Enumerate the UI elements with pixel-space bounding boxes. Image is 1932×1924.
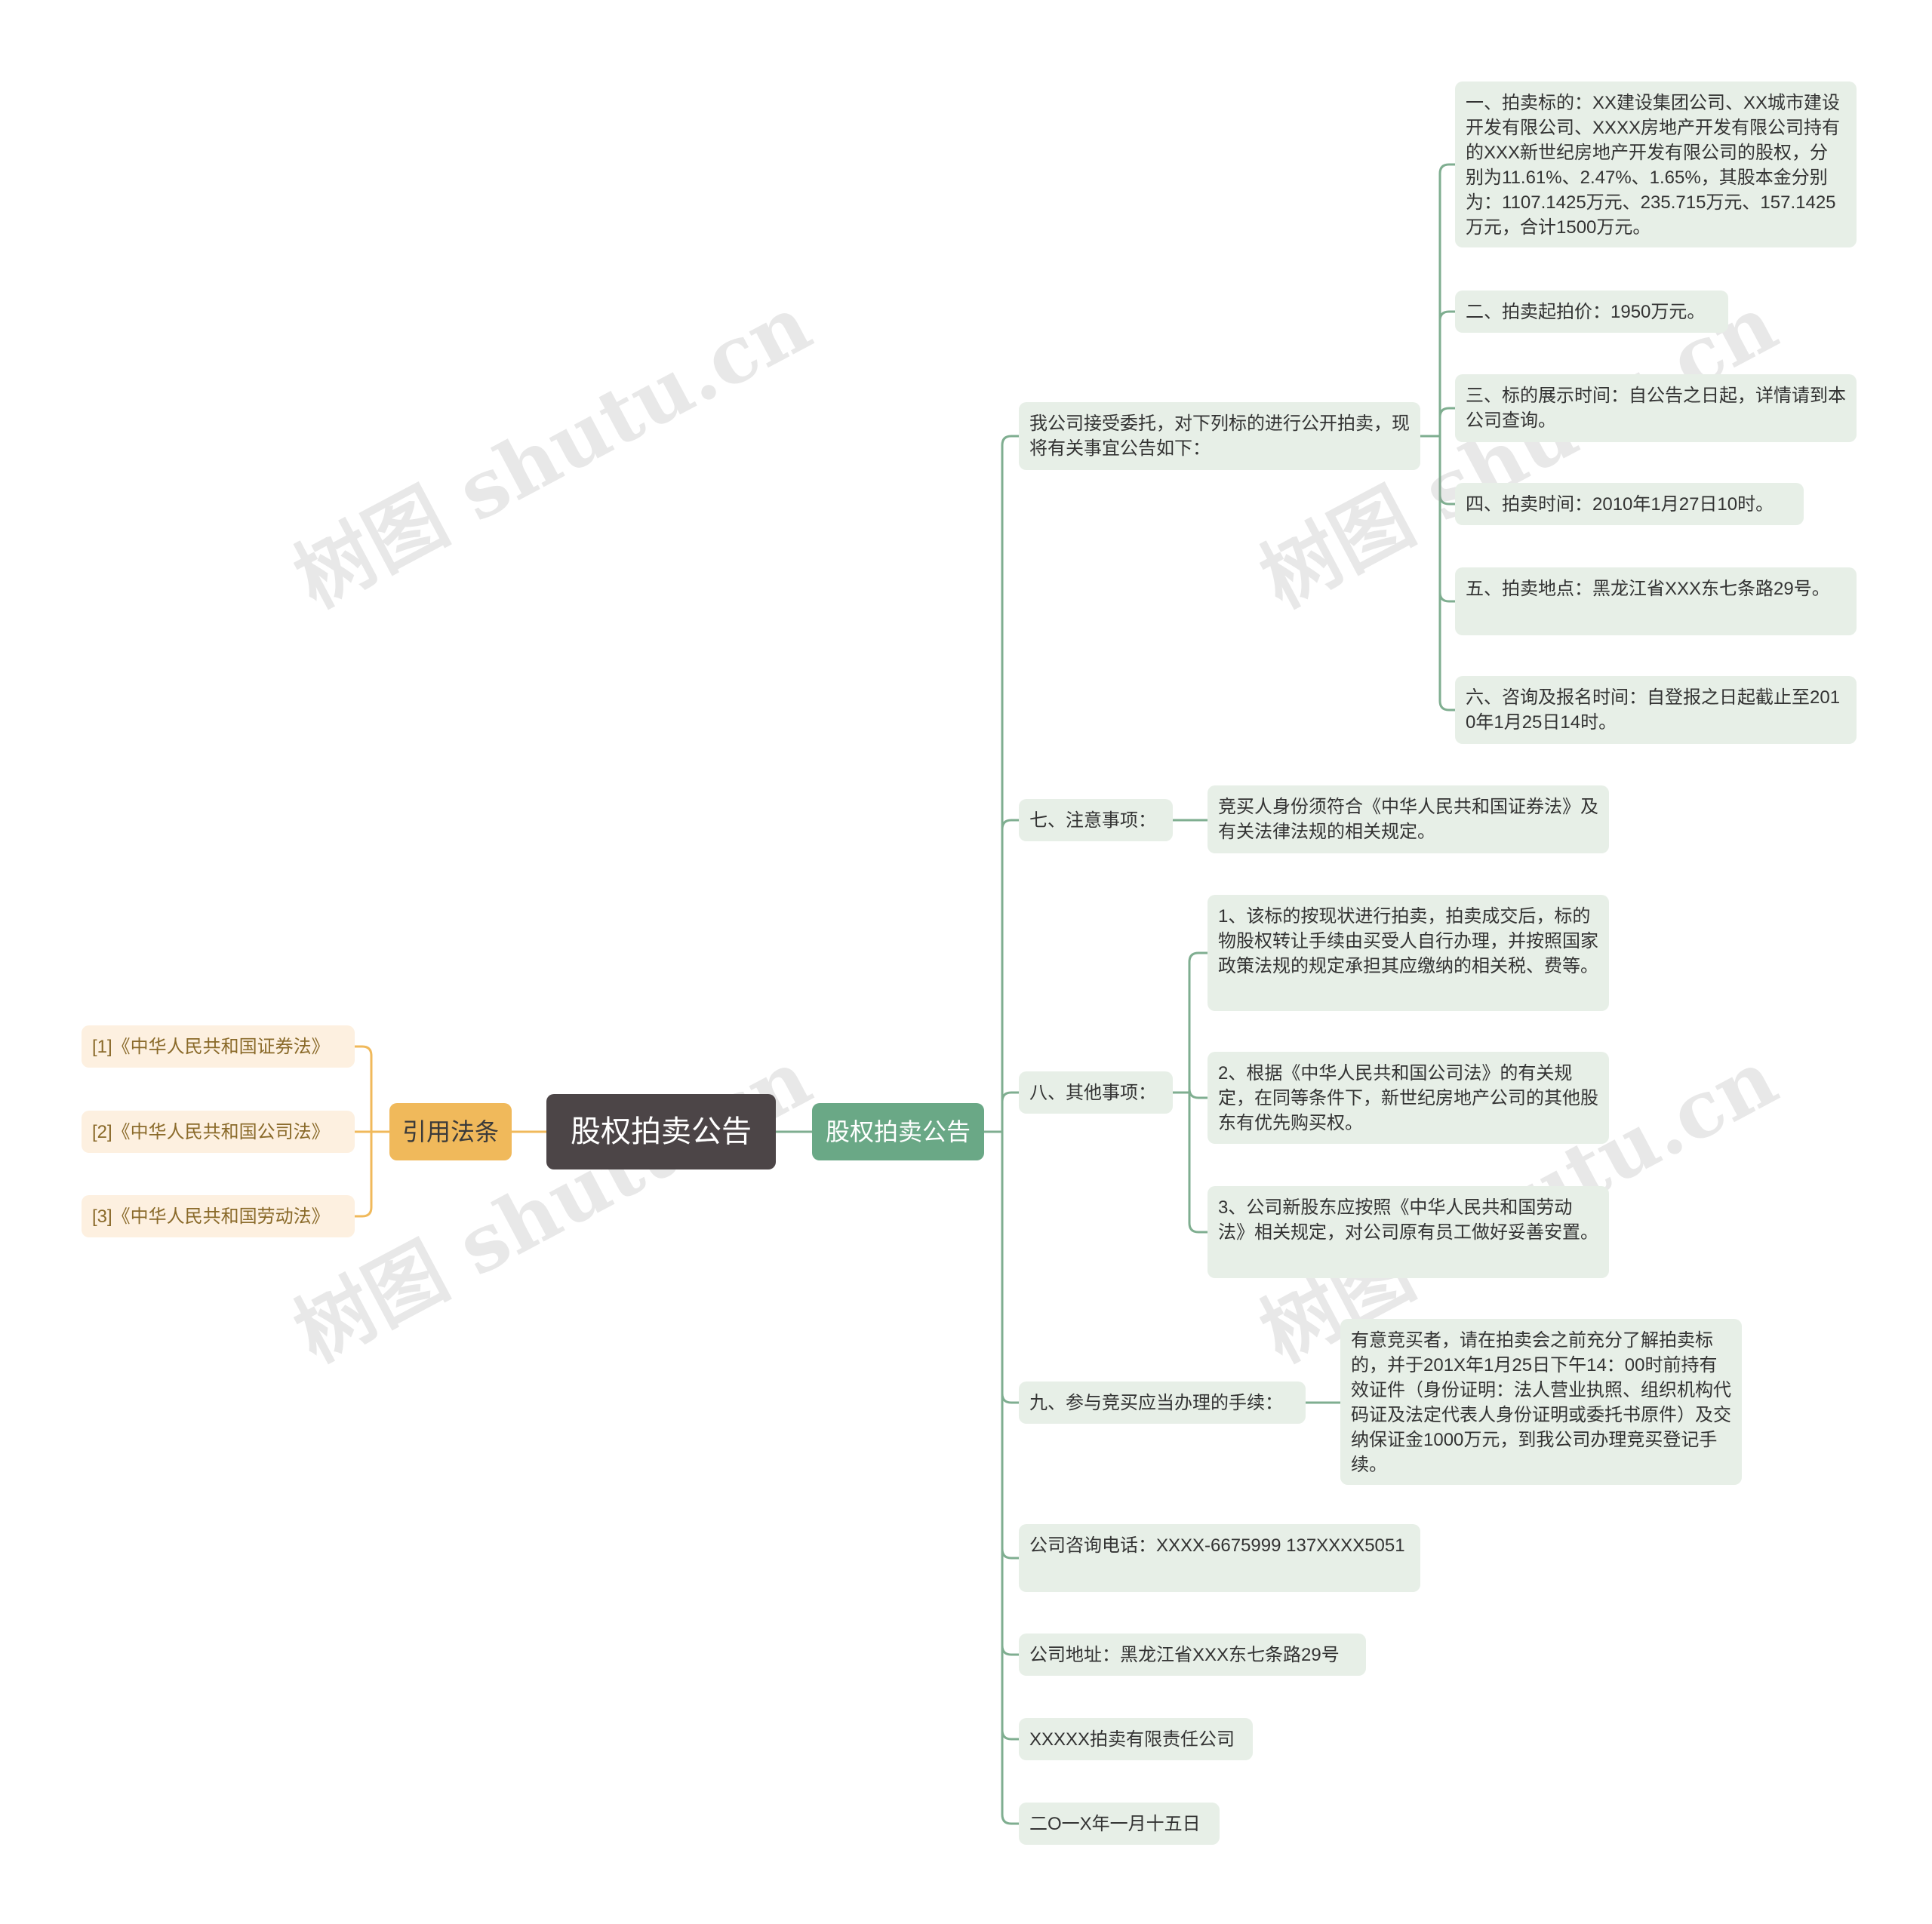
connector: [1173, 951, 1208, 1094]
connector: [355, 1045, 389, 1133]
branch-company-address[interactable]: 公司地址：黑龙江省XXX东七条路29号: [1019, 1634, 1366, 1676]
main-topic-announcement[interactable]: 股权拍卖公告: [812, 1103, 984, 1160]
connector: [1173, 1088, 1208, 1099]
connector: [1420, 310, 1455, 438]
branch-notes[interactable]: 七、注意事项：: [1019, 799, 1173, 841]
connector: [1420, 435, 1455, 506]
main-topic-cited-laws[interactable]: 引用法条: [389, 1103, 512, 1160]
branch-contact-phone[interactable]: 公司咨询电话：XXXX-6675999 137XXXX5051: [1019, 1524, 1420, 1592]
item-auction-location[interactable]: 五、拍卖地点：黑龙江省XXX东七条路29号。: [1455, 567, 1857, 635]
branch-other-matters[interactable]: 八、其他事项：: [1019, 1071, 1173, 1114]
law-item-securities[interactable]: [1]《中华人民共和国证券法》: [82, 1025, 355, 1068]
item-display-time[interactable]: 三、标的展示时间：自公告之日起，详情请到本公司查询。: [1455, 374, 1857, 442]
item-employee-placement[interactable]: 3、公司新股东应按照《中华人民共和国劳动法》相关规定，对公司原有员工做好妥善安置…: [1208, 1186, 1609, 1278]
item-bidding-requirements[interactable]: 有意竞买者，请在拍卖会之前充分了解拍卖标的，并于201X年1月25日下午14：0…: [1340, 1319, 1742, 1485]
item-preemptive-right[interactable]: 2、根据《中华人民共和国公司法》的有关规定，在同等条件下，新世纪房地产公司的其他…: [1208, 1052, 1609, 1144]
law-item-labor[interactable]: [3]《中华人民共和国劳动法》: [82, 1195, 355, 1237]
branch-bidding-procedures[interactable]: 九、参与竞买应当办理的手续：: [1019, 1382, 1306, 1424]
connector: [1420, 407, 1455, 438]
law-item-company[interactable]: [2]《中华人民共和国公司法》: [82, 1111, 355, 1153]
branch-entrust-notice[interactable]: 我公司接受委托，对下列标的进行公开拍卖，现将有关事宜公告如下：: [1019, 402, 1420, 470]
branch-date[interactable]: 二O一X年一月十五日: [1019, 1803, 1220, 1845]
item-auction-subject[interactable]: 一、拍卖标的：XX建设集团公司、XX城市建设开发有限公司、XXXX房地产开发有限…: [1455, 81, 1857, 247]
item-registration-time[interactable]: 六、咨询及报名时间：自登报之日起截止至2010年1月25日14时。: [1455, 676, 1857, 744]
connector: [1173, 1091, 1208, 1234]
item-bidder-qualification[interactable]: 竞买人身份须符合《中华人民共和国证券法》及有关法律法规的相关规定。: [1208, 785, 1609, 853]
connector: [1420, 435, 1455, 712]
item-as-is-auction[interactable]: 1、该标的按现状进行拍卖，拍卖成交后，标的物股权转让手续由买受人自行办理，并按照…: [1208, 895, 1609, 1011]
connector: [984, 435, 1019, 1133]
connector: [984, 1091, 1019, 1133]
connector: [984, 819, 1019, 1133]
connector: [1420, 435, 1455, 603]
item-auction-time[interactable]: 四、拍卖时间：2010年1月27日10时。: [1455, 483, 1804, 525]
item-starting-price[interactable]: 二、拍卖起拍价：1950万元。: [1455, 290, 1728, 333]
connector: [984, 1130, 1019, 1825]
connector: [1420, 163, 1455, 438]
branch-company-name[interactable]: XXXXX拍卖有限责任公司: [1019, 1718, 1253, 1760]
connector: [355, 1130, 389, 1218]
root-topic[interactable]: 股权拍卖公告: [546, 1094, 776, 1169]
